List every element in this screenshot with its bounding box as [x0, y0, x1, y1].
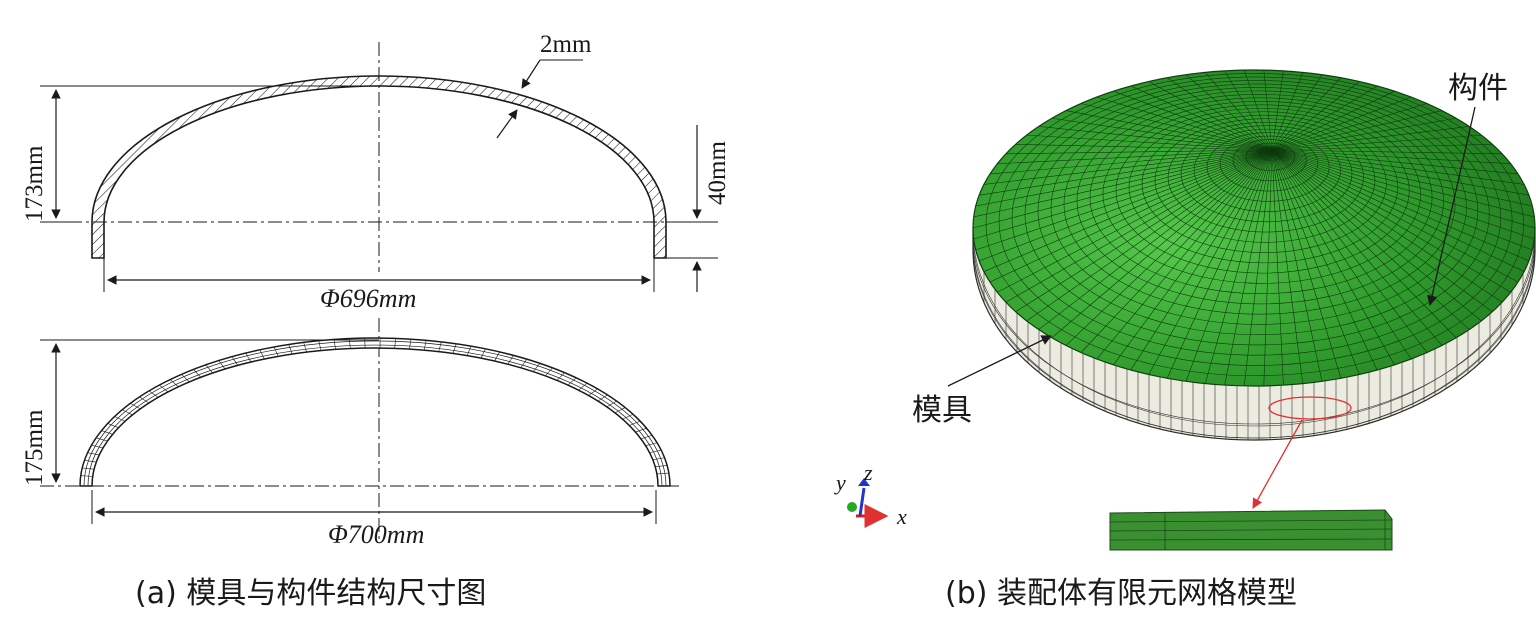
detail-arrow	[1252, 419, 1303, 509]
y-axis-marker	[847, 502, 857, 512]
caption-b: (b) 装配体有限元网格模型	[945, 576, 1297, 611]
mold-label: 模具	[912, 393, 972, 428]
caption-a: (a) 模具与构件结构尺寸图	[135, 576, 486, 611]
bottom-height-label: 175mm	[21, 409, 48, 486]
part-mesh	[973, 70, 1535, 386]
detail-highlight-ellipse	[1268, 396, 1352, 420]
bottom-dome-shell	[79, 337, 671, 487]
thickness-leader-upper	[521, 59, 541, 89]
mold-leader	[947, 335, 1052, 387]
part-leader	[1427, 106, 1476, 307]
thickness-leader-lower	[496, 109, 518, 139]
top-dome-shell	[91, 75, 667, 259]
y-axis-label: y	[834, 470, 846, 495]
fe-mesh-model	[947, 69, 1536, 551]
bottom-shell-grid	[80, 338, 669, 477]
part-label: 构件	[1448, 71, 1508, 106]
bottom-section-drawing	[40, 318, 680, 540]
top-section-drawing	[40, 42, 718, 292]
thickness-label: 2mm	[540, 31, 592, 58]
x-axis-label: x	[896, 504, 907, 529]
flange-height-label: 40mm	[704, 141, 731, 205]
z-axis-arrow	[858, 487, 866, 517]
axis-triad	[847, 478, 889, 528]
bottom-diameter-label: Φ700mm	[328, 520, 424, 549]
detail-strip-lines	[1109, 510, 1393, 550]
top-diameter-label: Φ696mm	[320, 284, 416, 313]
top-height-label: 173mm	[21, 145, 48, 222]
z-axis-label: z	[863, 460, 873, 485]
part-dome	[972, 69, 1536, 387]
